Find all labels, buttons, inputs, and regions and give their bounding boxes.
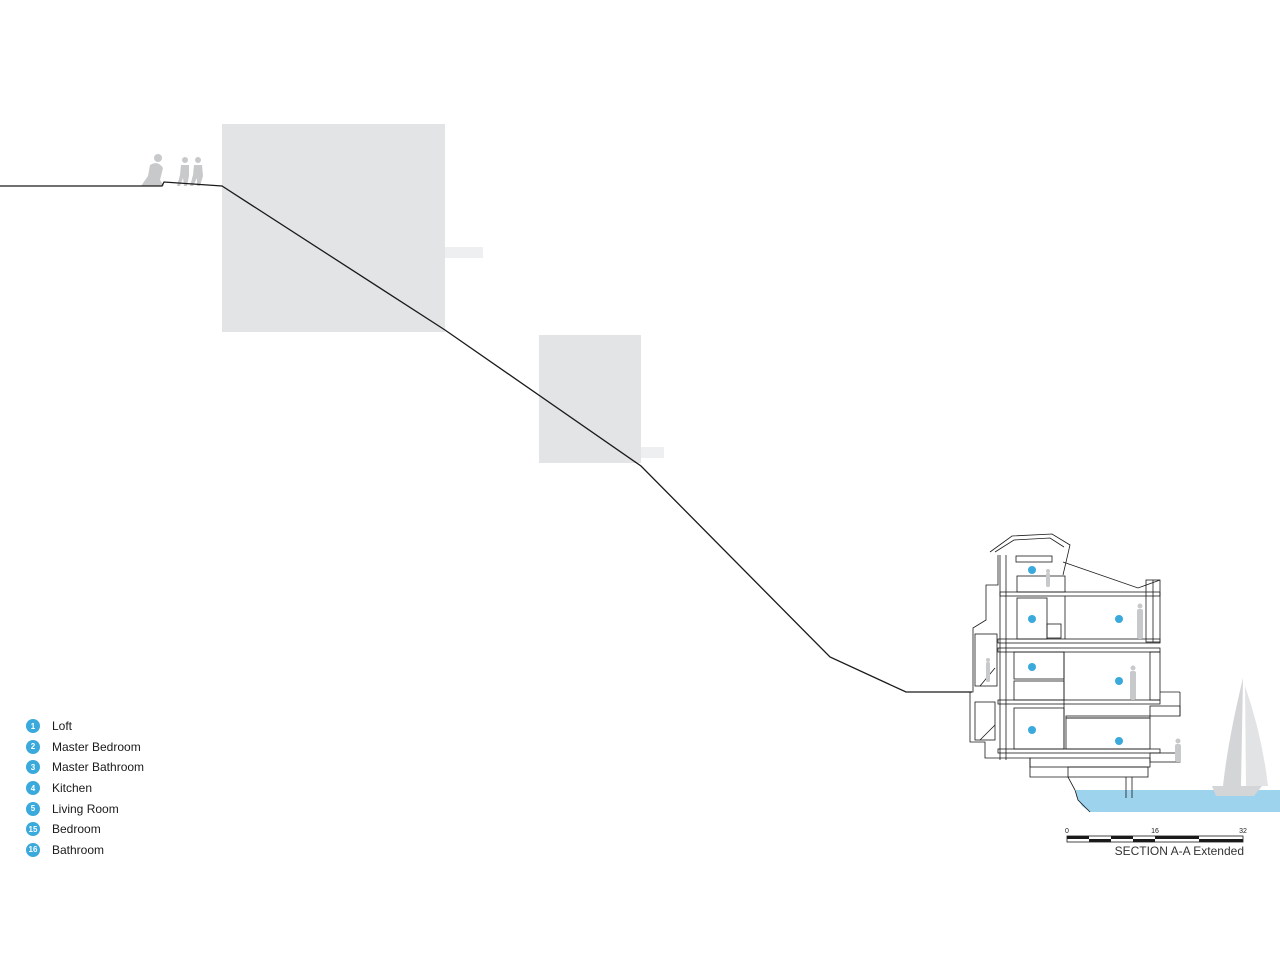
legend-number-badge: 2 — [26, 739, 40, 754]
legend-item: 1 Loft — [26, 716, 144, 737]
middle-massing-ledge — [641, 447, 664, 458]
person-silhouette-icon — [986, 658, 990, 682]
room-markers — [1028, 566, 1123, 745]
house-roof-right — [1062, 561, 1161, 589]
scale-tick-label: 16 — [1151, 828, 1159, 835]
room-marker — [1115, 677, 1123, 685]
legend-number-badge: 4 — [26, 781, 40, 796]
legend-item: 2 Master Bedroom — [26, 737, 144, 758]
legend-label: Bathroom — [52, 842, 105, 857]
upper-massing-block — [222, 124, 445, 332]
room-marker — [1028, 615, 1036, 623]
person-silhouette-icon — [190, 157, 203, 186]
person-silhouette-icon — [1046, 569, 1050, 587]
terrain-profile-line — [0, 181, 972, 693]
section-title: SECTION A-A Extended — [1115, 844, 1244, 858]
person-silhouette-icon — [141, 154, 164, 186]
legend-number-badge: 1 — [26, 719, 40, 734]
room-marker — [1028, 566, 1036, 574]
legend-number-badge: 5 — [26, 801, 40, 816]
legend-item: 4 Kitchen — [26, 778, 144, 799]
room-legend: 1 Loft 2 Master Bedroom 3 Master Bathroo… — [26, 716, 144, 860]
person-silhouette-icon — [1137, 603, 1143, 639]
legend-item: 16 Bathroom — [26, 840, 144, 861]
legend-label: Bedroom — [52, 822, 101, 837]
upper-massing-ledge — [445, 247, 483, 258]
legend-number-badge: 16 — [26, 842, 40, 857]
person-silhouette-icon — [177, 157, 189, 186]
room-marker — [1115, 737, 1123, 745]
room-marker — [1028, 663, 1036, 671]
scale-tick-label: 0 — [1065, 828, 1069, 835]
legend-item: 15 Bedroom — [26, 819, 144, 840]
person-silhouette-icon — [1175, 738, 1181, 762]
legend-label: Master Bedroom — [52, 739, 141, 754]
room-marker — [1115, 615, 1123, 623]
room-marker — [1028, 726, 1036, 734]
scale-tick-label: 32 — [1239, 828, 1247, 835]
scale-bar: 0 16 32 SECTION A-A Extended — [1065, 828, 1247, 858]
house-roof-inner — [994, 537, 1065, 553]
middle-massing-block — [539, 335, 641, 463]
sailboat-icon — [1212, 678, 1268, 796]
house-section — [969, 533, 1181, 813]
legend-label: Master Bathroom — [52, 760, 145, 775]
legend-item: 5 Living Room — [26, 798, 144, 819]
legend-number-badge: 3 — [26, 760, 40, 775]
legend-label: Kitchen — [52, 781, 93, 796]
legend-item: 3 Master Bathroom — [26, 757, 144, 778]
house-shell — [969, 555, 1076, 791]
legend-label: Loft — [52, 719, 73, 734]
house-roof — [989, 533, 1071, 576]
legend-label: Living Room — [52, 801, 119, 816]
person-silhouette-icon — [1130, 665, 1136, 700]
legend-number-badge: 15 — [26, 822, 40, 837]
